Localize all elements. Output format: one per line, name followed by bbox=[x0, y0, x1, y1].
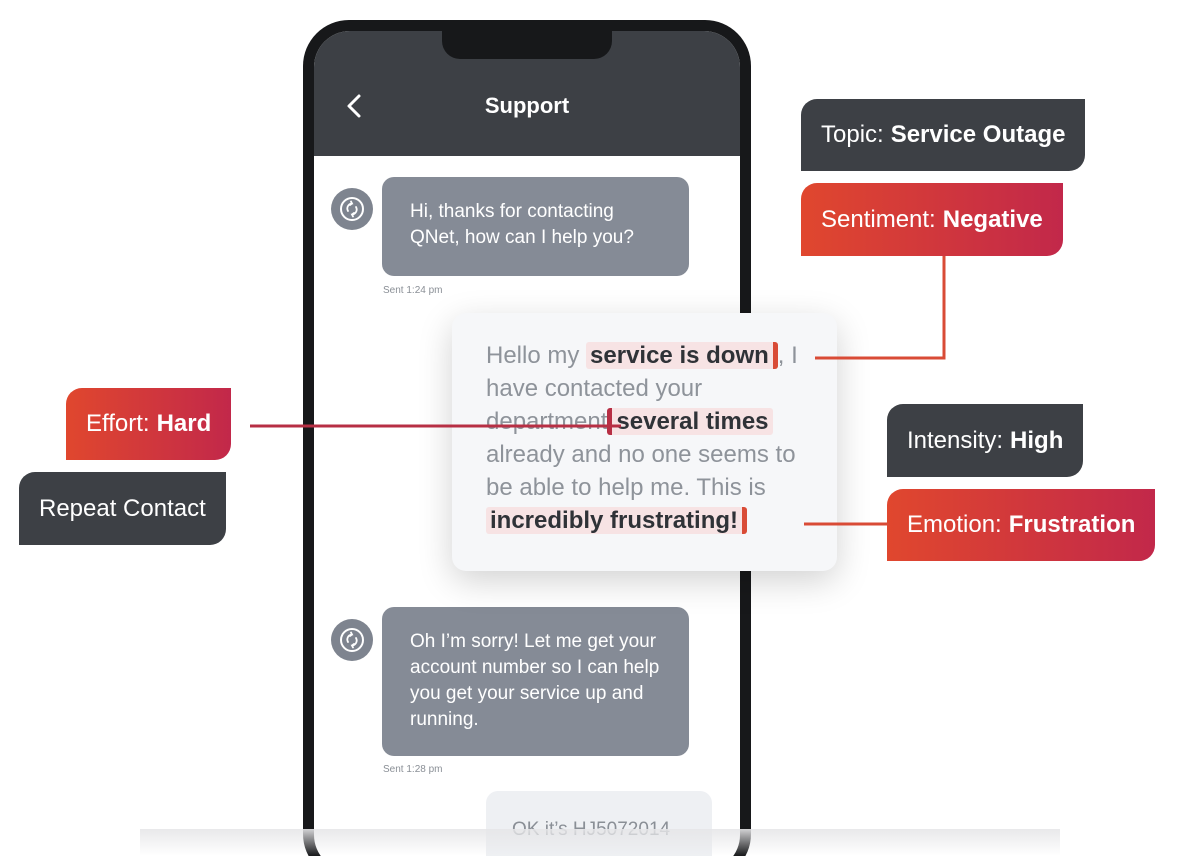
sentiment-tag: Sentiment: Negative bbox=[801, 183, 1063, 256]
message-text: Hello my bbox=[486, 342, 587, 369]
agent-avatar bbox=[331, 619, 373, 661]
emotion-tag-value: Frustration bbox=[1008, 511, 1136, 538]
emotion-tag-label: Emotion: bbox=[907, 511, 1002, 538]
highlighted-message-card: Hello my service is down, I have contact… bbox=[452, 313, 837, 571]
bot-sync-icon bbox=[340, 628, 364, 652]
topic-tag-label: Topic: bbox=[821, 121, 884, 148]
bot-sync-icon bbox=[340, 197, 364, 221]
topic-tag-value: Service Outage bbox=[890, 121, 1066, 148]
intensity-tag-label: Intensity: bbox=[907, 426, 1004, 454]
agent-avatar bbox=[331, 188, 373, 230]
chat-title: Support bbox=[484, 93, 570, 118]
highlight-service-down: service is down bbox=[586, 342, 778, 369]
repeat-contact-tag-label: Repeat Contact bbox=[39, 494, 206, 522]
highlight-incredibly-frustrating: incredibly frustrating! bbox=[486, 507, 748, 534]
agent-message-bubble: Oh I’m sorry! Let me get your account nu… bbox=[382, 607, 689, 756]
topic-tag: Topic: Service Outage bbox=[801, 99, 1086, 171]
agent-message-bubble: Hi, thanks for contacting QNet, how can … bbox=[382, 177, 689, 276]
effort-tag-label: Effort: bbox=[86, 410, 150, 437]
back-arrow-icon[interactable] bbox=[342, 93, 368, 119]
sentiment-tag-value: Negative bbox=[942, 205, 1043, 233]
intensity-tag-value: High bbox=[1010, 426, 1064, 454]
repeat-contact-tag: Repeat Contact bbox=[19, 472, 226, 545]
message-timestamp: Sent 1:24 pm bbox=[383, 285, 443, 296]
message-text: , I have contacted your department bbox=[486, 342, 798, 435]
intensity-tag: Intensity: High bbox=[887, 404, 1084, 477]
phone-notch bbox=[442, 31, 612, 59]
sentiment-tag-label: Sentiment: bbox=[821, 205, 936, 233]
message-text: already and no one seems to be able to h… bbox=[486, 441, 796, 501]
effort-tag-value: Hard bbox=[156, 410, 212, 437]
emotion-tag: Emotion: Frustration bbox=[887, 489, 1156, 561]
bottom-fade bbox=[140, 829, 1060, 856]
highlight-several-times: several times bbox=[607, 408, 773, 435]
message-timestamp: Sent 1:28 pm bbox=[383, 764, 443, 775]
effort-tag: Effort: Hard bbox=[66, 388, 232, 460]
